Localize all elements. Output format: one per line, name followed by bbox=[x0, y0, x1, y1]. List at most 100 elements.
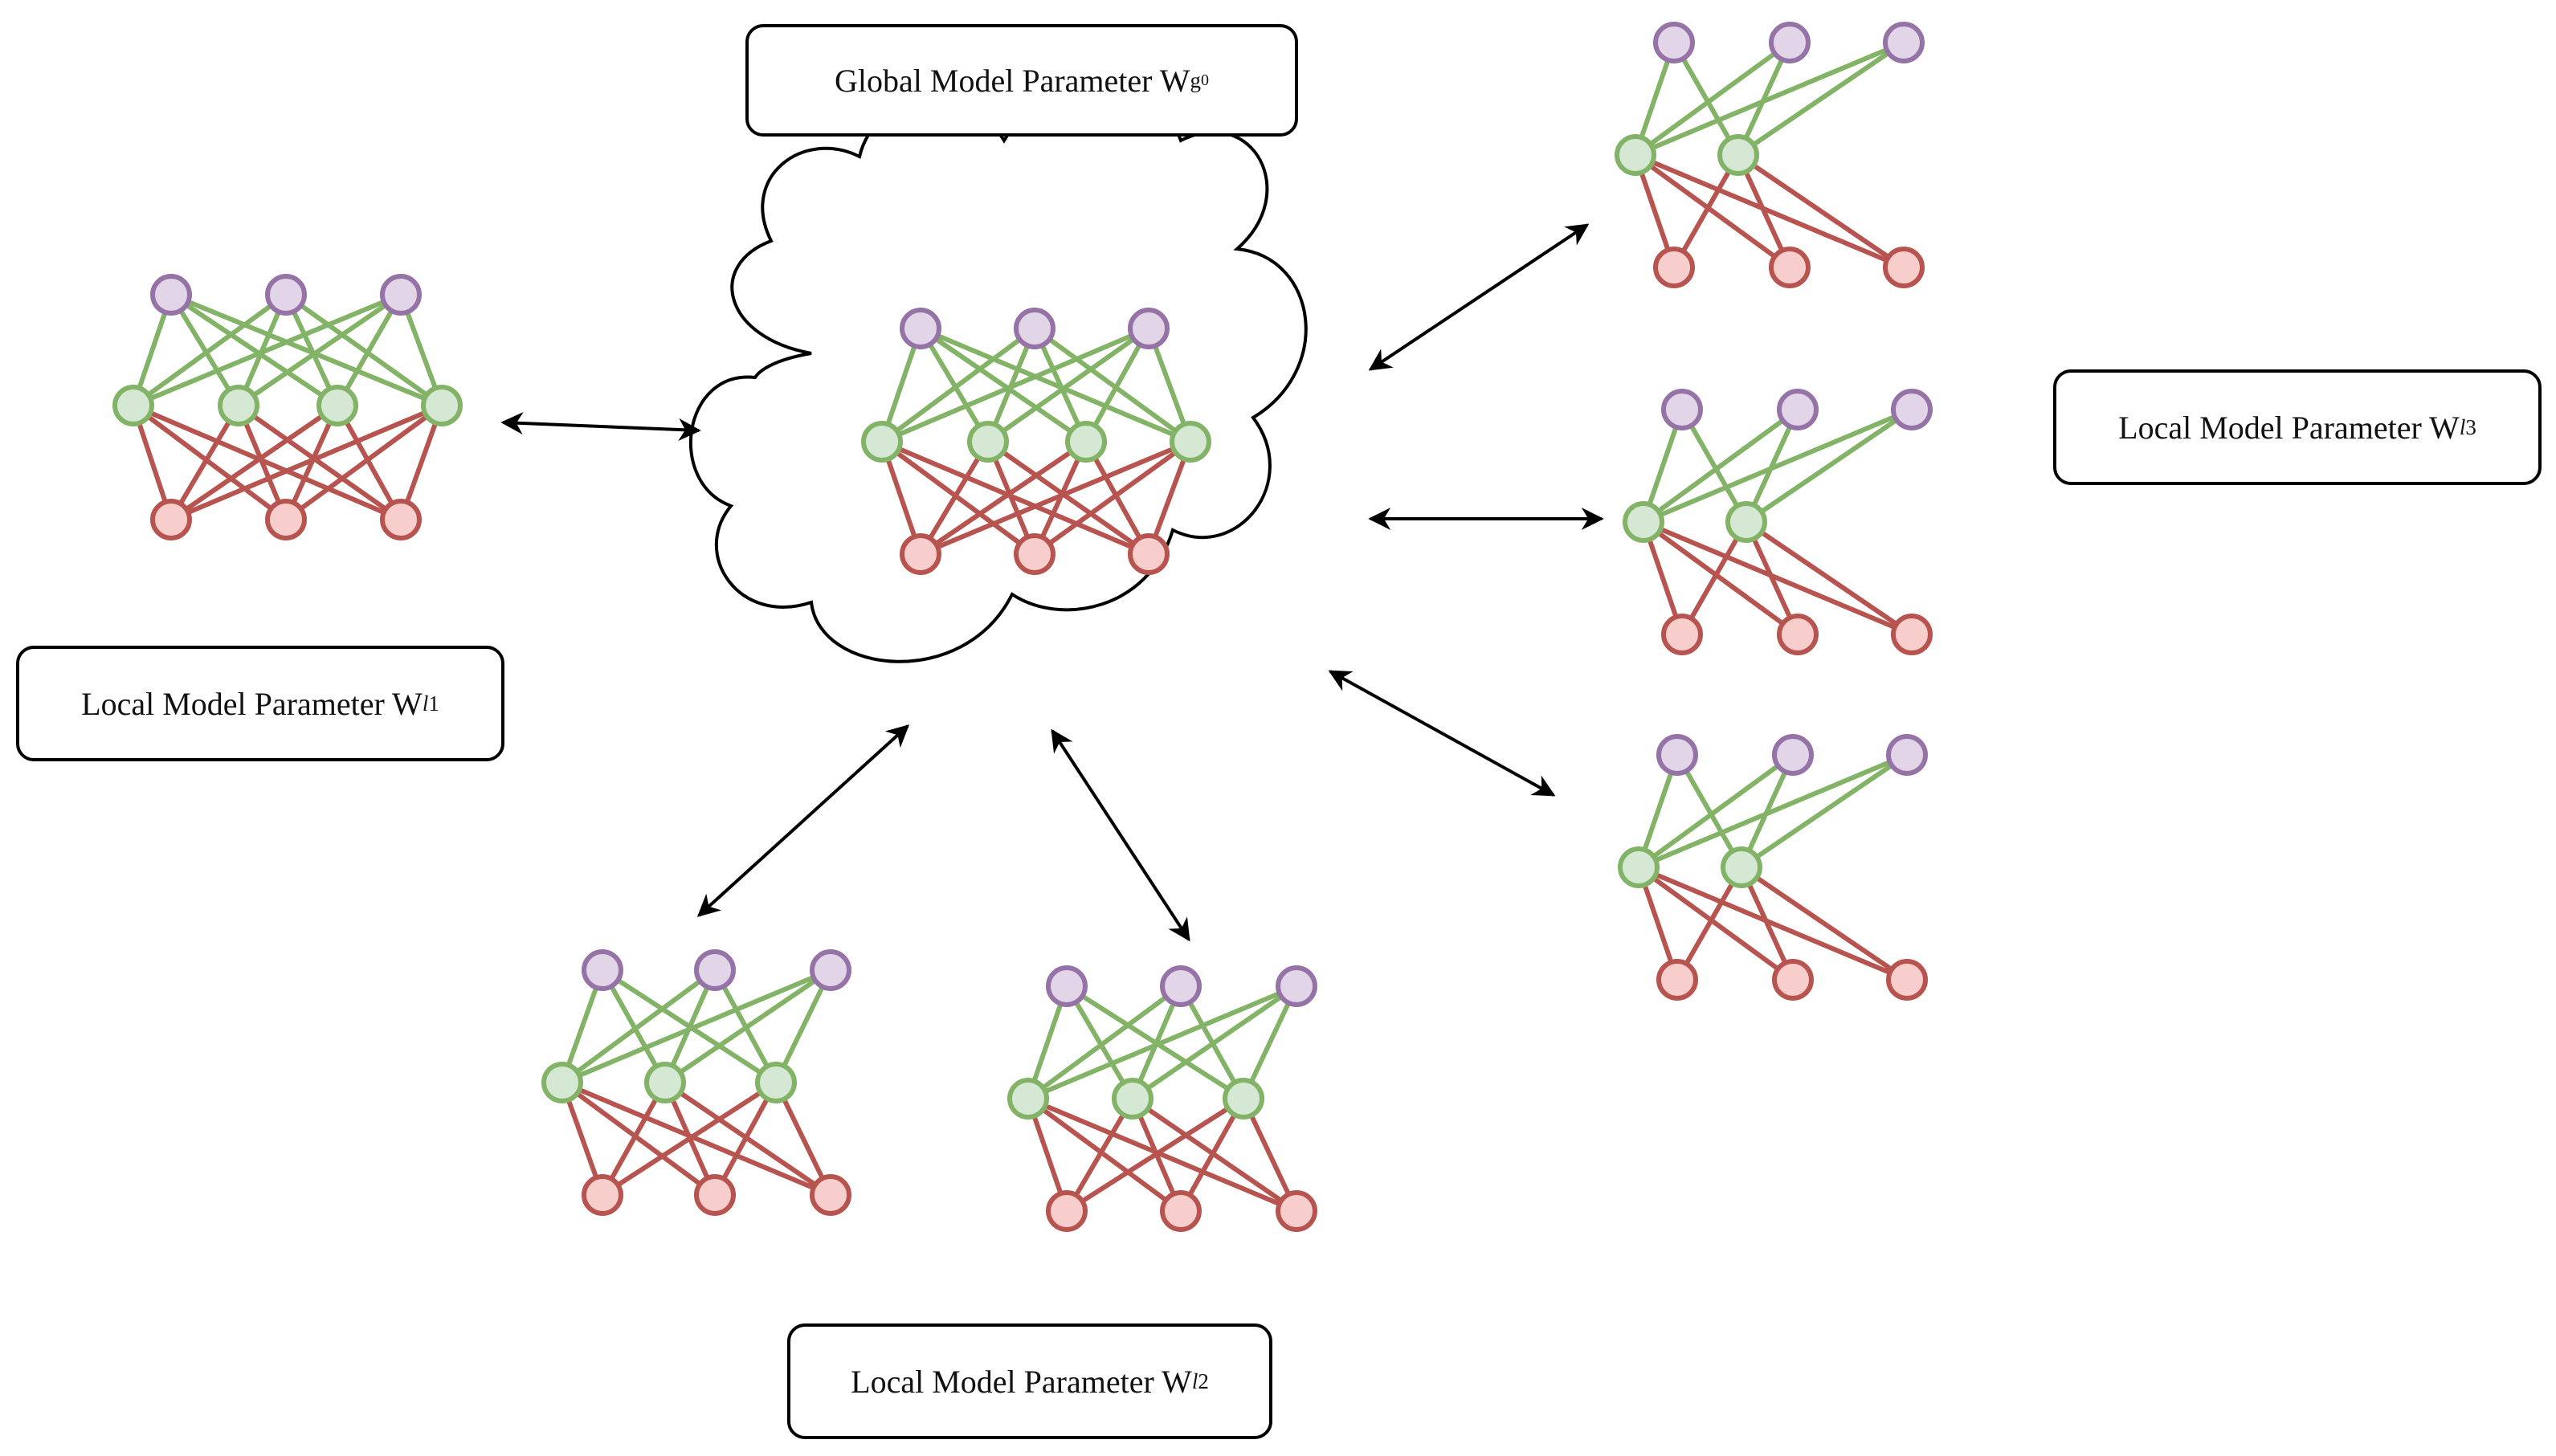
network-bottom-center bbox=[1007, 965, 1317, 1232]
hidden-node bbox=[861, 421, 903, 463]
hidden-node bbox=[1112, 1078, 1153, 1120]
network-edge bbox=[919, 439, 1088, 557]
bottom-node bbox=[1777, 614, 1819, 655]
top-node bbox=[1769, 22, 1811, 63]
network-cloud bbox=[861, 308, 1211, 575]
network-edge bbox=[169, 293, 241, 407]
bottom-node bbox=[1772, 959, 1814, 1001]
network-edge bbox=[169, 403, 339, 522]
network-edge bbox=[1065, 1096, 1245, 1213]
top-node bbox=[1777, 389, 1819, 430]
network-edge bbox=[1642, 407, 1913, 524]
network-bottom-left bbox=[541, 949, 851, 1216]
bottom-node bbox=[1014, 533, 1055, 575]
network-edge bbox=[600, 1081, 668, 1197]
network-edge bbox=[663, 968, 832, 1085]
top-node bbox=[582, 949, 623, 991]
top-node bbox=[810, 949, 851, 991]
network-edge bbox=[1680, 520, 1749, 636]
network-edge bbox=[335, 404, 403, 521]
top-node bbox=[1891, 389, 1933, 430]
top-node bbox=[1046, 965, 1088, 1007]
network-edge bbox=[335, 293, 403, 407]
network-edge bbox=[1131, 984, 1298, 1101]
bottom-node bbox=[900, 533, 941, 575]
hidden-node bbox=[541, 1062, 583, 1103]
local-label-3-prefix: Local Model Parameter W bbox=[2118, 409, 2460, 446]
network-edge bbox=[132, 292, 402, 408]
network-edge bbox=[1740, 865, 1909, 982]
bottom-node bbox=[1886, 959, 1928, 1001]
network-edge bbox=[1634, 40, 1905, 157]
hidden-node bbox=[967, 421, 1009, 463]
network-edge bbox=[986, 439, 1150, 557]
bidirectional-arrow bbox=[1051, 728, 1190, 942]
bottom-node bbox=[1769, 247, 1811, 288]
bottom-node bbox=[810, 1174, 851, 1216]
network-edge bbox=[986, 326, 1150, 444]
bottom-node bbox=[150, 499, 192, 540]
network-edge bbox=[1084, 327, 1151, 443]
network-edge bbox=[1672, 153, 1741, 269]
network-edge bbox=[561, 1080, 832, 1197]
network-edge bbox=[169, 292, 339, 408]
hidden-node bbox=[421, 385, 463, 426]
network-edge bbox=[237, 292, 402, 408]
network-edge bbox=[561, 1080, 717, 1197]
top-node bbox=[1883, 22, 1925, 63]
top-node bbox=[265, 274, 307, 316]
hidden-node bbox=[1615, 134, 1656, 176]
network-edge bbox=[1084, 440, 1151, 556]
network-edge bbox=[561, 968, 717, 1085]
bottom-node bbox=[265, 499, 307, 540]
network-edge bbox=[132, 403, 402, 522]
network-edge bbox=[1634, 40, 1791, 157]
top-node bbox=[1014, 308, 1055, 349]
network-edge bbox=[880, 326, 1150, 444]
top-node bbox=[380, 274, 422, 316]
network-edge bbox=[1637, 865, 1795, 982]
network-edge bbox=[561, 968, 832, 1085]
network-edge bbox=[1033, 326, 1192, 444]
network-edge bbox=[1178, 1097, 1246, 1213]
hidden-node bbox=[218, 385, 259, 426]
network-edge bbox=[918, 440, 990, 556]
network-edge bbox=[1634, 153, 1905, 270]
top-node bbox=[1886, 734, 1928, 776]
network-edge bbox=[169, 403, 443, 522]
hidden-node bbox=[1725, 501, 1767, 543]
bottom-node bbox=[1160, 1190, 1202, 1232]
network-top-right bbox=[1615, 22, 1925, 288]
bottom-node bbox=[1276, 1190, 1317, 1232]
network-edge bbox=[1675, 753, 1744, 869]
hidden-node bbox=[112, 385, 154, 426]
top-node bbox=[1276, 965, 1317, 1007]
hidden-node bbox=[1618, 846, 1660, 888]
top-node bbox=[1128, 308, 1170, 349]
network-edge bbox=[1637, 752, 1909, 870]
network-edge bbox=[1637, 865, 1909, 982]
network-edge bbox=[1737, 153, 1905, 270]
top-node bbox=[1160, 965, 1202, 1007]
top-node bbox=[1656, 734, 1698, 776]
network-edge bbox=[1737, 40, 1905, 157]
network-mid-right bbox=[1623, 389, 1933, 655]
hidden-node bbox=[1717, 134, 1759, 176]
bidirectional-arrow bbox=[500, 412, 701, 441]
network-edge bbox=[1745, 407, 1913, 524]
network-edge bbox=[880, 439, 1150, 557]
network-edge bbox=[1642, 520, 1913, 637]
network-left bbox=[112, 274, 463, 540]
network-edge bbox=[1637, 752, 1795, 870]
network-edge bbox=[132, 403, 288, 522]
network-edge bbox=[284, 403, 443, 522]
hidden-node bbox=[644, 1062, 686, 1103]
network-bottom-right bbox=[1618, 734, 1928, 1001]
global-label-prefix: Global Model Parameter W bbox=[835, 62, 1190, 99]
bottom-node bbox=[1128, 533, 1170, 575]
bottom-node bbox=[1656, 959, 1698, 1001]
network-edge bbox=[601, 1080, 778, 1197]
